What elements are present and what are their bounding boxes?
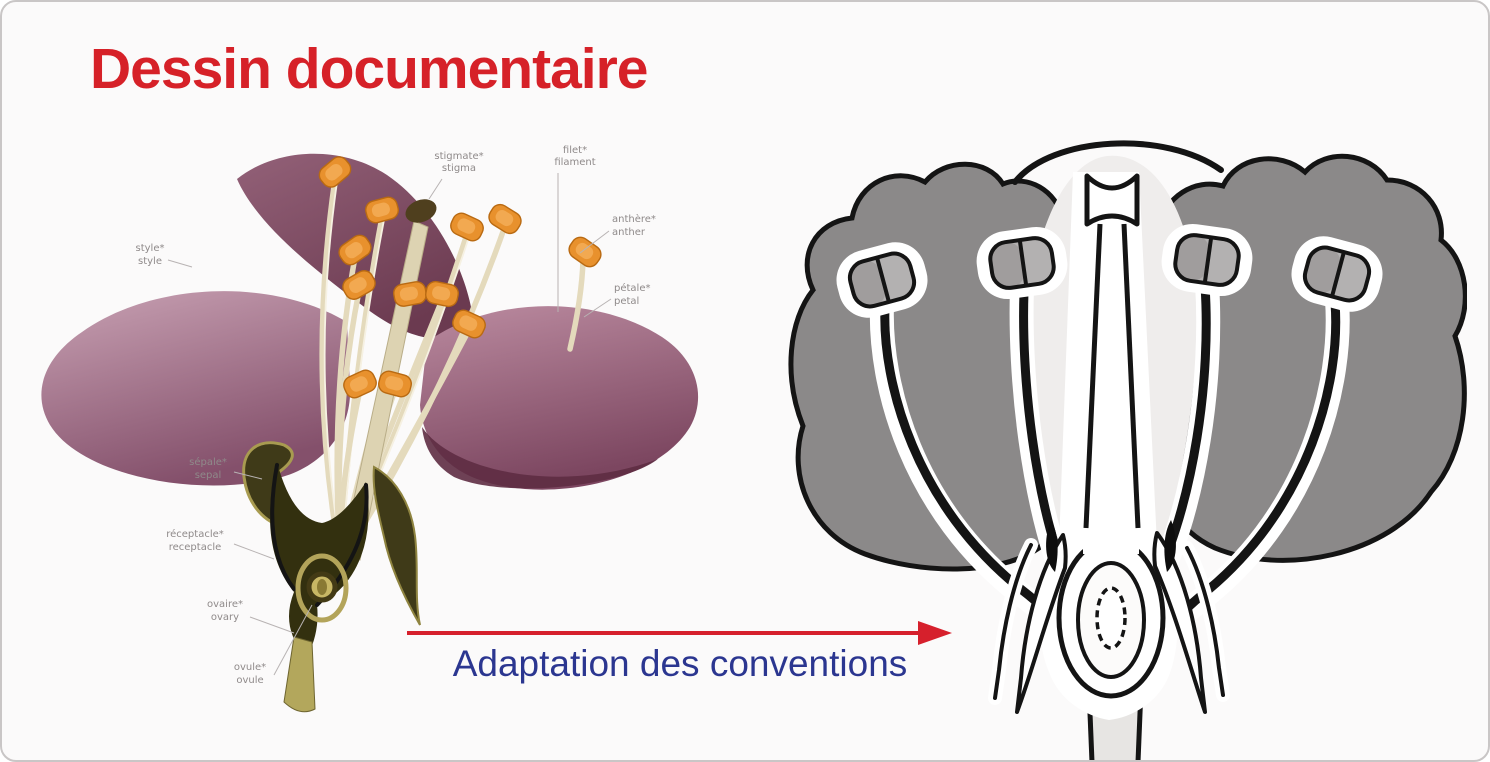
- label-ovaire-en: ovary: [211, 612, 239, 623]
- label-style-en: style: [138, 256, 162, 267]
- anthers: [318, 156, 602, 399]
- label-stigmate-fr: stigmate*: [434, 151, 483, 162]
- stamen-base-accents: [1046, 520, 1176, 572]
- documentary-flower-illustration: stigmate* stigma filet* filament anthère…: [41, 145, 699, 713]
- petal-left: [41, 291, 351, 486]
- anther: [836, 242, 928, 318]
- central-petal-outline-arc: [1012, 140, 1224, 185]
- label-petale-en: petal: [614, 296, 639, 307]
- adaptation-caption: Adaptation des conventions: [452, 643, 908, 684]
- annotation-labels: stigmate* stigma filet* filament anthère…: [136, 145, 656, 686]
- label-anthere-en: anther: [612, 227, 646, 238]
- label-petale-fr: pétale*: [614, 282, 650, 294]
- arrow-head: [918, 621, 952, 645]
- stigma-tip: [405, 199, 437, 223]
- anther: [976, 226, 1068, 300]
- petal-right-dark-edge: [422, 427, 658, 489]
- page-title: Dessin documentaire: [90, 37, 649, 101]
- label-filet-fr: filet*: [563, 145, 587, 156]
- schematic-pistil: [1056, 173, 1166, 699]
- schematic-flower-diagram: [788, 140, 1467, 760]
- label-style-fr: style*: [136, 243, 165, 254]
- label-ovule-fr: ovule*: [234, 662, 266, 673]
- stigma-schematic: [1084, 173, 1140, 227]
- receptacle-rim-left: [270, 463, 296, 591]
- ovule-schematic: [1095, 586, 1127, 650]
- receptacle-assembly: [242, 441, 421, 713]
- adaptation-arrow: [407, 621, 952, 645]
- sepal-right: [372, 465, 421, 626]
- label-filet-en: filament: [554, 157, 595, 168]
- ovary-wall: [295, 553, 349, 623]
- schematic-sepals: [988, 531, 1230, 714]
- anther: [1291, 236, 1383, 312]
- label-stigmate-en: stigma: [442, 163, 476, 174]
- label-sepale-fr: sépale*: [189, 456, 227, 468]
- anther: [1161, 223, 1253, 297]
- schematic-anthers: [836, 223, 1383, 318]
- label-receptacle-fr: réceptacle*: [166, 528, 224, 540]
- receptacle-cup: [269, 462, 369, 657]
- label-anthere-fr: anthère*: [612, 213, 656, 225]
- stem: [283, 636, 316, 713]
- label-sepale-en: sepal: [195, 470, 222, 481]
- petal-right: [420, 306, 699, 490]
- ovule-core: [317, 579, 327, 595]
- label-ovule-en: ovule: [236, 675, 263, 686]
- label-ovaire-fr: ovaire*: [207, 599, 243, 610]
- label-receptacle-en: receptacle: [169, 542, 222, 553]
